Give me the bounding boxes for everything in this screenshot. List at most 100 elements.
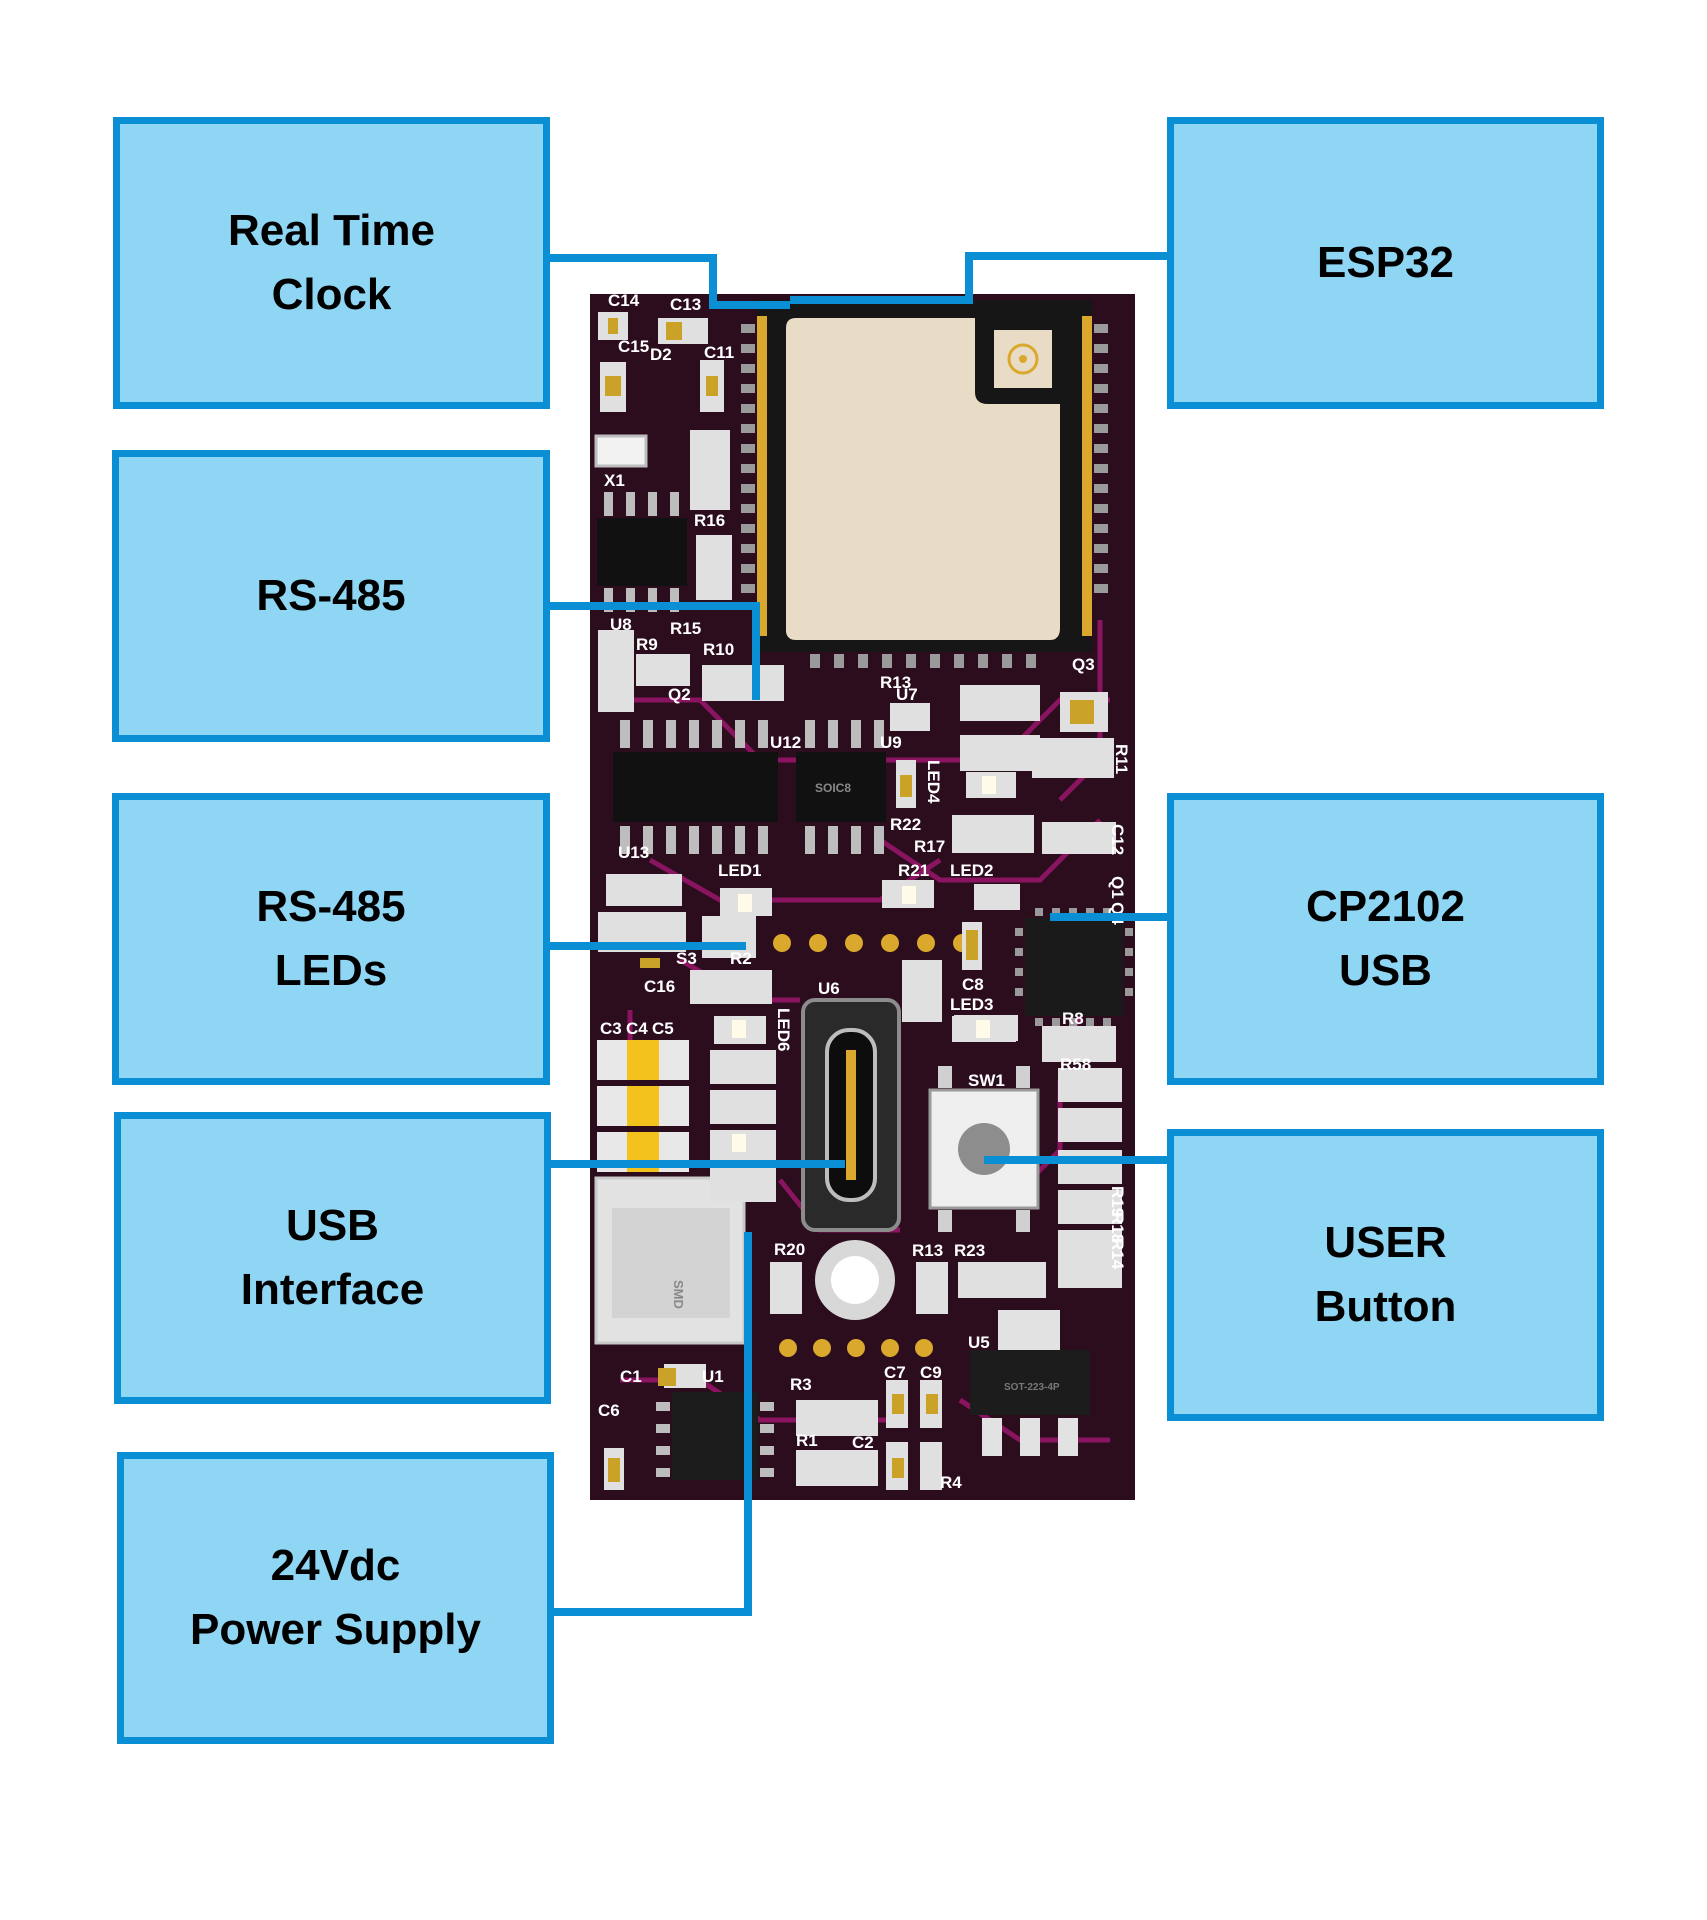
silk-label: R13	[912, 1241, 943, 1260]
silk-label: SMD	[671, 1280, 686, 1309]
silk-label: R3	[790, 1375, 812, 1394]
gold-pads	[605, 318, 1094, 1482]
buck-converter-chip	[656, 1392, 774, 1480]
silk-label: U7	[896, 685, 918, 704]
silk-label: R15	[670, 619, 701, 638]
silk-label: R14	[1108, 1238, 1127, 1270]
silk-label: R10	[703, 640, 734, 659]
silk-label: R19	[1108, 1186, 1127, 1217]
callout-label: Button	[1314, 1282, 1457, 1331]
leader-line-rs485	[548, 602, 760, 700]
rs485-transceiver-chips	[613, 720, 886, 854]
silk-label: U6	[818, 979, 840, 998]
leader-line-esp32	[790, 252, 1180, 304]
callout-cp2102-usb: CP2102 USB	[1167, 793, 1604, 1085]
silk-label: R8	[1062, 1009, 1084, 1028]
silk-label: C15	[618, 337, 649, 356]
callout-label: CP2102	[1305, 882, 1465, 931]
callout-label: ESP32	[1317, 238, 1454, 287]
silk-label: C8	[962, 975, 984, 994]
callout-esp32: ESP32	[1167, 117, 1604, 409]
silk-label: D2	[650, 345, 672, 364]
silk-label: Q1	[1108, 876, 1127, 899]
callout-label: Clock	[271, 270, 392, 319]
silk-label: C1	[620, 1367, 642, 1386]
esp32-module	[741, 300, 1108, 668]
leader-lines	[548, 252, 1180, 1616]
silk-label: R11	[1112, 744, 1131, 774]
callout-rs485: RS-485	[112, 450, 550, 742]
leader-line-power-supply	[550, 1232, 752, 1616]
voltage-regulator	[970, 1310, 1090, 1456]
silk-label: LED2	[950, 861, 993, 880]
callout-label: USB	[286, 1201, 379, 1250]
silk-label: SOIC8	[815, 781, 851, 795]
cp2102-chip	[1015, 908, 1133, 1026]
silk-label: R9	[636, 635, 658, 654]
callout-label: LEDs	[274, 946, 388, 995]
silk-label: R16	[694, 511, 725, 530]
silk-label: U1	[702, 1367, 724, 1386]
silk-label: R18	[1108, 1212, 1127, 1243]
silk-label: X1	[604, 471, 625, 490]
silk-label: R1	[796, 1431, 818, 1450]
silk-label: LED1	[718, 861, 761, 880]
callout-usb-interface: USB Interface	[114, 1112, 551, 1404]
silk-label: R21	[898, 861, 929, 880]
silk-label: C3	[600, 1019, 622, 1038]
silk-label: R23	[954, 1241, 985, 1260]
silk-label: R17	[914, 837, 945, 856]
silk-label: R4	[940, 1473, 962, 1492]
callout-label: 24Vdc	[270, 1541, 401, 1590]
silk-label: LED3	[950, 995, 993, 1014]
silk-label: SOT-223-4P	[1004, 1382, 1060, 1393]
silk-label: U9	[880, 733, 902, 752]
silk-label: C13	[670, 295, 701, 314]
silk-label: U12	[770, 733, 801, 752]
silk-label: C5	[652, 1019, 674, 1038]
callout-label: USER	[1324, 1218, 1447, 1267]
esp32-shield	[786, 318, 1060, 640]
silk-label: LED4	[924, 760, 943, 804]
silk-label: U5	[968, 1333, 990, 1352]
status-leds	[714, 772, 1016, 1158]
callout-label: USB	[1339, 946, 1432, 995]
callout-user-button: USER Button	[1167, 1129, 1604, 1421]
callout-label: Power Supply	[190, 1605, 481, 1654]
silk-label: U13	[618, 843, 649, 862]
callout-real-time-clock: Real Time Clock	[113, 117, 550, 409]
silk-label: C11	[704, 343, 734, 362]
silk-label: C14	[608, 291, 640, 310]
user-button-switch	[928, 1066, 1040, 1232]
silk-label: U8	[610, 615, 632, 634]
silk-label: R20	[774, 1240, 805, 1259]
callout-label: RS-485	[256, 571, 406, 620]
leader-line-rtc	[548, 254, 790, 309]
callout-rs485-leds: RS-485 LEDs	[112, 793, 550, 1085]
silk-label: R13	[880, 673, 911, 692]
silk-label: Q2	[668, 685, 691, 704]
callout-label: Real Time	[227, 206, 436, 255]
bulk-capacitors	[597, 1040, 689, 1172]
silk-label: C12	[1108, 824, 1127, 855]
silk-label: C16	[644, 977, 675, 996]
silk-label: R22	[890, 815, 921, 834]
silk-label: C6	[598, 1401, 620, 1420]
callout-power-supply: 24Vdc Power Supply	[117, 1452, 554, 1744]
silk-label: Q3	[1072, 655, 1095, 674]
silk-label: C9	[920, 1363, 942, 1382]
power-inductor	[594, 1176, 746, 1345]
silk-label: R2	[730, 949, 752, 968]
silk-label: C7	[884, 1363, 906, 1382]
silk-label: R58	[1060, 1055, 1091, 1074]
silk-label: C4	[626, 1019, 648, 1038]
silk-label: SW1	[968, 1071, 1005, 1090]
antenna-connector	[1007, 343, 1039, 375]
callout-label: Interface	[240, 1265, 425, 1314]
silk-label: LED6	[774, 1008, 793, 1051]
callout-label: RS-485	[256, 882, 406, 931]
silkscreen-labels: C14 C13 C15 D2 C11 X1 R16 U8 R15 R9 R10 …	[598, 291, 1131, 1492]
usb-c-connector	[801, 998, 901, 1232]
rtc-chip	[594, 434, 687, 612]
